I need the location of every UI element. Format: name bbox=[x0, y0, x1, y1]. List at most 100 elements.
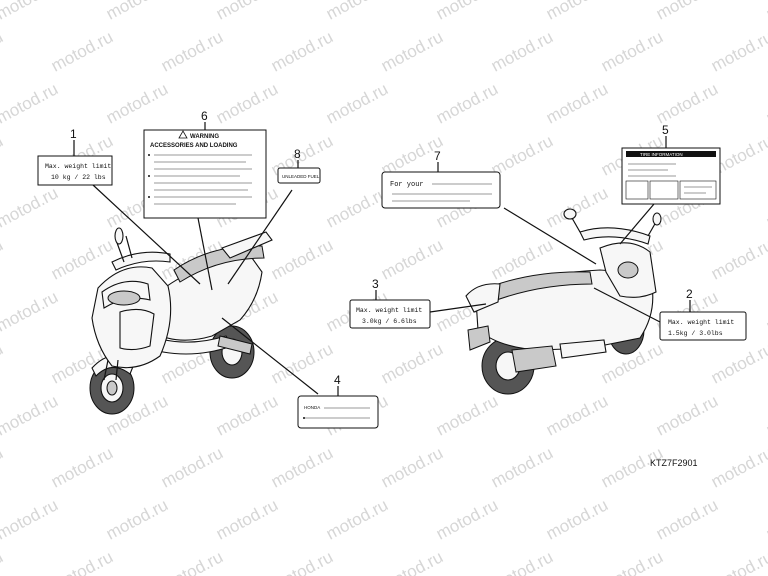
watermark-text: motod.ru bbox=[378, 547, 446, 576]
watermark-text: motod.ru bbox=[378, 339, 446, 387]
watermark-text: motod.ru bbox=[0, 0, 61, 24]
watermark-text: motod.ru bbox=[0, 391, 61, 439]
scooter-front-view bbox=[89, 227, 273, 415]
watermark-text: motod.ru bbox=[0, 235, 6, 283]
label-8-fuel: UNLEADED FUEL bbox=[277, 167, 321, 184]
watermark-text: motod.ru bbox=[48, 547, 116, 576]
watermark-text: motod.ru bbox=[653, 391, 721, 439]
label-6-line-1: WARNING bbox=[190, 134, 219, 140]
watermark-text: motod.ru bbox=[543, 495, 611, 543]
watermark-text: motod.ru bbox=[763, 79, 768, 127]
watermark-text: motod.ru bbox=[323, 495, 391, 543]
watermark-text: motod.ru bbox=[543, 391, 611, 439]
watermark-text: motod.ru bbox=[0, 183, 61, 231]
watermark-text: motod.ru bbox=[543, 79, 611, 127]
label-6-warning: WARNING ACCESSORIES AND LOADING bbox=[143, 129, 267, 219]
watermark-text: motod.ru bbox=[488, 547, 556, 576]
watermark-text: motod.ru bbox=[543, 183, 611, 231]
watermark-text: motod.ru bbox=[598, 27, 666, 75]
watermark-text: motod.ru bbox=[323, 79, 391, 127]
label-7-line-1: For your bbox=[390, 181, 424, 189]
watermark-text: motod.ru bbox=[213, 79, 281, 127]
watermark-text: motod.ru bbox=[268, 547, 336, 576]
watermark-text: motod.ru bbox=[433, 495, 501, 543]
watermark-text: motod.ru bbox=[433, 0, 501, 24]
watermark-text: motod.ru bbox=[708, 443, 768, 491]
callout-number-6: 6 bbox=[201, 109, 208, 123]
watermark-text: motod.ru bbox=[378, 235, 446, 283]
label-3-line-2: 3.0kg / 6.6lbs bbox=[362, 318, 417, 325]
watermark-text: motod.ru bbox=[48, 235, 116, 283]
watermark-text: motod.ru bbox=[708, 27, 768, 75]
watermark-text: motod.ru bbox=[213, 495, 281, 543]
callout-number-2: 2 bbox=[686, 287, 693, 301]
callout-number-1: 1 bbox=[70, 127, 77, 141]
scooter-rear-view bbox=[465, 208, 662, 395]
watermark-text: motod.ru bbox=[0, 27, 6, 75]
watermark-text: motod.ru bbox=[708, 339, 768, 387]
watermark-text: motod.ru bbox=[0, 131, 6, 179]
watermark-text: motod.ru bbox=[158, 443, 226, 491]
watermark-text: motod.ru bbox=[48, 27, 116, 75]
watermark-text: motod.ru bbox=[763, 391, 768, 439]
label-1-line-1: Max. weight limit bbox=[45, 163, 111, 170]
watermark-text: motod.ru bbox=[708, 547, 768, 576]
watermark-text: motod.ru bbox=[0, 495, 61, 543]
watermark-text: motod.ru bbox=[433, 391, 501, 439]
callout-number-5: 5 bbox=[662, 123, 669, 137]
watermark-text: motod.ru bbox=[0, 547, 6, 576]
watermark-text: motod.ru bbox=[103, 495, 171, 543]
label-6-line-2: ACCESSORIES AND LOADING bbox=[150, 143, 238, 149]
label-4-honda: HONDA bbox=[297, 395, 379, 429]
watermark-text: motod.ru bbox=[0, 443, 6, 491]
watermark-text: motod.ru bbox=[268, 339, 336, 387]
label-2-max-weight: Max. weight limit 1.5kg / 3.0lbs bbox=[659, 311, 747, 341]
watermark-text: motod.ru bbox=[158, 27, 226, 75]
label-5-tire-info: TIRE INFORMATION bbox=[621, 147, 721, 205]
watermark-text: motod.ru bbox=[48, 443, 116, 491]
watermark-text: motod.ru bbox=[268, 27, 336, 75]
label-8-line-1: UNLEADED FUEL bbox=[282, 174, 320, 179]
watermark-text: motod.ru bbox=[653, 495, 721, 543]
callout-number-3: 3 bbox=[372, 277, 379, 291]
callout-number-4: 4 bbox=[334, 373, 341, 387]
watermark-text: motod.ru bbox=[0, 287, 61, 335]
watermark-text: motod.ru bbox=[653, 0, 721, 24]
label-4-line-1: HONDA bbox=[304, 405, 320, 410]
watermark-text: motod.ru bbox=[763, 183, 768, 231]
watermark-text: motod.ru bbox=[763, 495, 768, 543]
leader-lines bbox=[73, 122, 691, 396]
watermark-text: motod.ru bbox=[213, 0, 281, 24]
watermark-text: motod.ru bbox=[103, 0, 171, 24]
watermark-text: motod.ru bbox=[653, 79, 721, 127]
watermark-text: motod.ru bbox=[378, 443, 446, 491]
watermark-text: motod.ru bbox=[378, 27, 446, 75]
warning-triangle-icon bbox=[178, 130, 188, 139]
watermark-text: motod.ru bbox=[0, 79, 61, 127]
watermark-text: motod.ru bbox=[213, 391, 281, 439]
label-7-for-your: For your bbox=[381, 171, 501, 209]
watermark-text: motod.ru bbox=[543, 0, 611, 24]
callout-number-7: 7 bbox=[434, 149, 441, 163]
label-1-line-2: 10 kg / 22 lbs bbox=[51, 174, 106, 181]
watermark-text: motod.ru bbox=[598, 547, 666, 576]
label-2-line-1: Max. weight limit bbox=[668, 319, 734, 326]
watermark-text: motod.ru bbox=[433, 79, 501, 127]
watermark-text: motod.ru bbox=[763, 287, 768, 335]
watermark-text: motod.ru bbox=[0, 339, 6, 387]
watermark-text: motod.ru bbox=[708, 235, 768, 283]
label-2-line-2: 1.5kg / 3.0lbs bbox=[668, 330, 723, 337]
watermark-text: motod.ru bbox=[488, 443, 556, 491]
watermark-text: motod.ru bbox=[323, 0, 391, 24]
label-5-line-1: TIRE INFORMATION bbox=[640, 152, 683, 157]
watermark-text: motod.ru bbox=[103, 79, 171, 127]
label-3-line-1: Max. weight limit bbox=[356, 307, 422, 314]
watermark-text: motod.ru bbox=[763, 0, 768, 24]
label-1-max-weight: Max. weight limit 10 kg / 22 lbs bbox=[37, 155, 113, 186]
part-code: KTZ7F2901 bbox=[650, 458, 698, 468]
callout-number-8: 8 bbox=[294, 147, 301, 161]
label-3-max-weight: Max. weight limit 3.0kg / 6.6lbs bbox=[349, 299, 431, 329]
watermark-text: motod.ru bbox=[158, 547, 226, 576]
watermark-text: motod.ru bbox=[488, 27, 556, 75]
